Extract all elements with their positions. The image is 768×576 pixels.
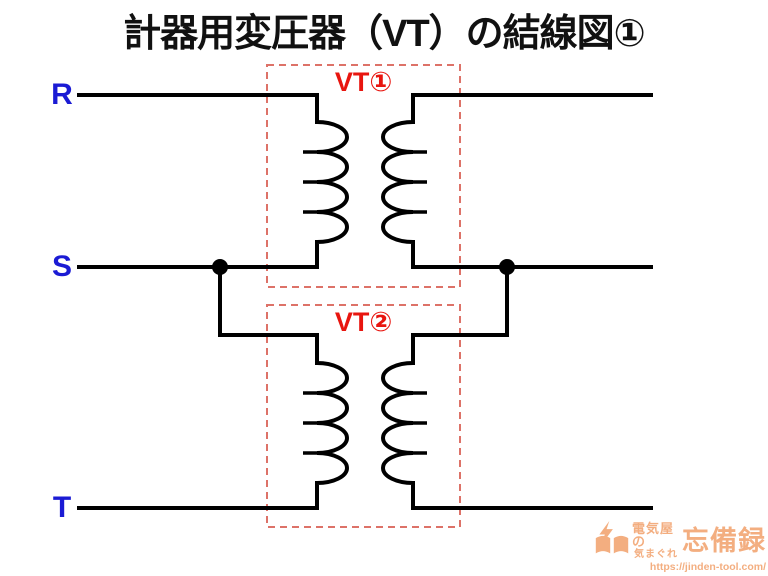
watermark-text-1: 電気屋の — [632, 521, 675, 549]
phase-label-s: S — [51, 250, 72, 283]
phase-label-t: T — [52, 491, 72, 524]
phase-label-r: R — [51, 78, 73, 111]
book-lightning-icon — [594, 521, 630, 561]
page-title: 計器用変圧器（VT）の結線図① — [123, 13, 646, 55]
watermark-url: https://jinden-tool.com/ — [649, 561, 766, 573]
coil-junction-ticks — [303, 150, 427, 455]
vt2-dashed-box — [266, 304, 461, 528]
vt1-dashed-box — [266, 64, 461, 288]
watermark-site-name: 忘備録 — [682, 525, 766, 556]
watermark-text-2: 気まぐれ — [634, 549, 678, 560]
vt2-label: VT② — [334, 307, 393, 337]
open-book-right-page — [613, 535, 629, 554]
vt1-label: VT① — [334, 67, 393, 97]
open-book-left-page — [595, 535, 611, 554]
s-bus-right-junction-dot — [499, 259, 515, 275]
lightning-bolt-icon — [599, 521, 613, 546]
s-bus-left-junction-dot — [212, 259, 228, 275]
vt2-left-coil — [77, 267, 349, 510]
vt2-right-coil — [381, 267, 653, 510]
site-watermark: 電気屋の 気まぐれ 忘備録 https://jinden-tool.com/ — [594, 521, 766, 573]
